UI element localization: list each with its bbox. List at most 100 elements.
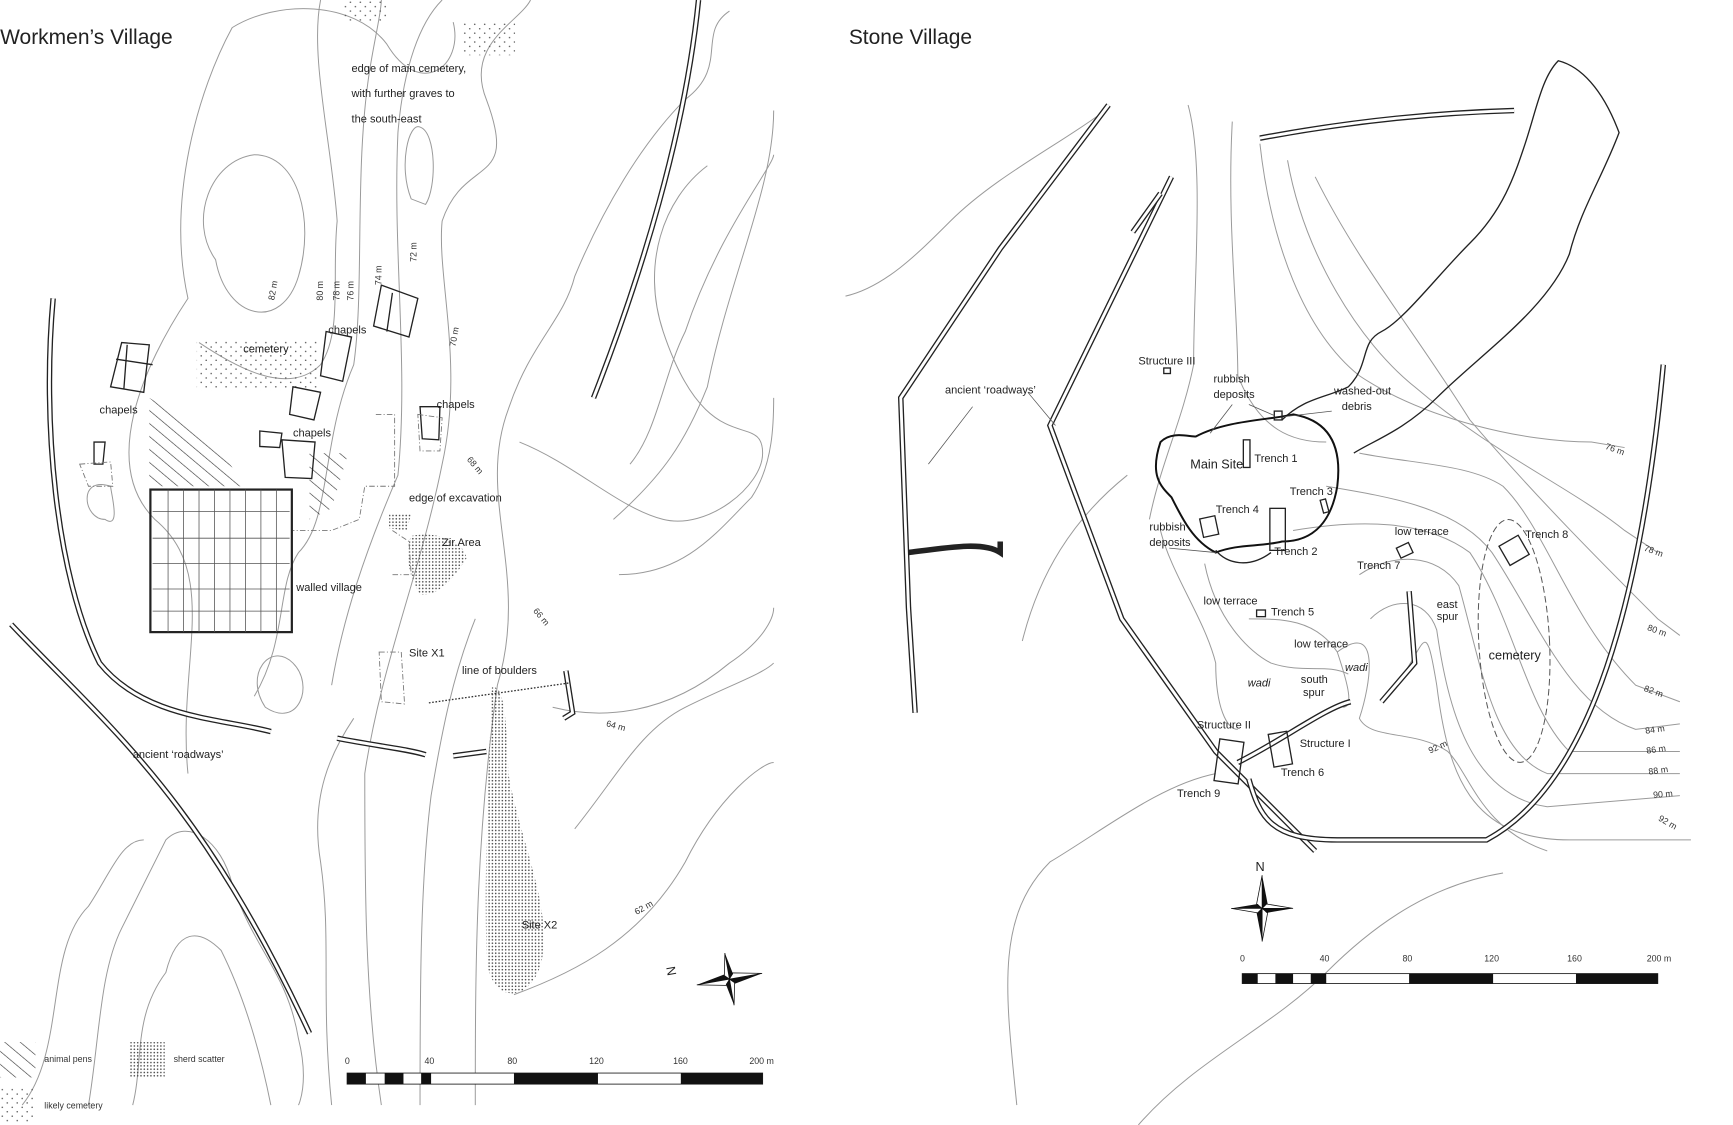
- contour-label: 78 m: [1643, 543, 1665, 559]
- label: Trench 6: [1281, 767, 1324, 779]
- contour-label: 70 m: [448, 326, 461, 347]
- contour-label: 80 m: [1646, 622, 1668, 638]
- label: edge of main cemetery,: [352, 63, 467, 75]
- north-arrow: [1231, 875, 1294, 942]
- label: spur: [1303, 687, 1325, 699]
- north-arrow: [696, 952, 763, 1006]
- label: ancient ‘roadways’: [133, 749, 224, 761]
- scale-bar: 0 40 80 120 160 200 m: [345, 1056, 774, 1085]
- scale-tick: 160: [1567, 953, 1582, 963]
- scale-tick: 40: [1320, 953, 1330, 963]
- legend-label: sherd scatter: [174, 1054, 225, 1064]
- contour-label: 74 m: [373, 265, 383, 285]
- rubbish-deposit: [1215, 549, 1272, 564]
- map-labels: edge of main cemetery, with further grav…: [100, 63, 558, 931]
- scale-tick: 80: [507, 1056, 517, 1066]
- legend-swatch-dense-dots: [129, 1042, 165, 1078]
- label: chapels: [100, 404, 139, 416]
- legend-label: likely cemetery: [44, 1100, 103, 1110]
- scale-tick: 0: [1240, 953, 1245, 963]
- ancient-roadways: [897, 103, 1667, 853]
- contour-label: 72 m: [409, 242, 419, 262]
- label: low terrace: [1204, 595, 1258, 607]
- scale-tick: 0: [345, 1056, 350, 1066]
- contour-label: 86 m: [1646, 743, 1667, 756]
- contour-label: 64 m: [605, 718, 627, 733]
- map-title: Workmen’s Village: [0, 26, 173, 49]
- scale-tick: 120: [1484, 953, 1499, 963]
- label: washed-out: [1333, 386, 1391, 398]
- contour-label: 82 m: [266, 280, 279, 301]
- scale-tick: 160: [673, 1056, 688, 1066]
- stone-village-map: Stone Village 76 m 78 m 80 m: [845, 26, 1691, 1125]
- scale-tick: 40: [424, 1056, 434, 1066]
- wadi-outline: [1281, 60, 1620, 454]
- contour-label: 68 m: [465, 455, 485, 476]
- map-title: Stone Village: [849, 26, 972, 49]
- scale-bar: 0 40 80 120 160 200 m: [1240, 953, 1672, 984]
- label: Structure I: [1300, 738, 1351, 750]
- label: debris: [1342, 401, 1373, 413]
- legend-label: animal pens: [44, 1054, 92, 1064]
- label: with further graves to: [351, 88, 455, 100]
- label: deposits: [1214, 389, 1256, 401]
- chapel-structures: [93, 284, 441, 480]
- label: low terrace: [1395, 526, 1449, 538]
- label: the south-east: [352, 114, 422, 126]
- label: wadi: [1248, 677, 1271, 689]
- label: Structure III: [1138, 356, 1195, 368]
- label: Structure II: [1197, 719, 1251, 731]
- map-labels: ancient ‘roadways’ Structure III rubbish…: [945, 356, 1568, 800]
- contour-label: 78 m: [331, 281, 341, 301]
- north-label: N: [1255, 860, 1264, 874]
- label: rubbish: [1149, 521, 1185, 533]
- scale-tick: 120: [589, 1056, 604, 1066]
- line-of-boulders: [428, 682, 570, 704]
- contour-label: 76 m: [346, 281, 356, 301]
- label: low terrace: [1294, 639, 1348, 651]
- label: spur: [1437, 611, 1459, 623]
- label: Main Site: [1190, 458, 1243, 472]
- legend-swatch-sparse-dots: [0, 1088, 36, 1122]
- label: ancient ‘roadways’: [945, 384, 1036, 396]
- main-site-outline: [1154, 413, 1340, 554]
- contour-label: 76 m: [1604, 441, 1626, 457]
- cemetery-boundary: [1477, 519, 1551, 763]
- scale-tick: 200 m: [1647, 953, 1672, 963]
- label: wadi: [1345, 662, 1368, 674]
- label: Trench 1: [1254, 453, 1297, 465]
- contour-label: 92 m: [1427, 738, 1449, 755]
- contour-labels: 76 m 78 m 80 m 82 m 84 m 86 m 88 m 90 m …: [1427, 441, 1679, 831]
- contour-label: 88 m: [1648, 764, 1669, 777]
- label: Trench 2: [1274, 546, 1317, 558]
- contour-label: 92 m: [1657, 813, 1679, 831]
- workmens-village-map: Workmen’s Village 82 m: [0, 0, 775, 1122]
- label: chapels: [293, 428, 332, 440]
- leader-lines: [928, 392, 1332, 553]
- sherd-scatter: [389, 513, 544, 994]
- scale-tick: 200 m: [749, 1056, 774, 1066]
- ancient-roadways: [9, 0, 702, 1035]
- label: walled village: [295, 582, 362, 594]
- legend: animal pens sherd scatter likely cemeter…: [0, 1042, 225, 1122]
- label: edge of excavation: [409, 493, 502, 505]
- label: line of boulders: [462, 665, 537, 677]
- label: Site X2: [522, 919, 558, 931]
- label: chapels: [437, 399, 476, 411]
- animal-pens: [149, 397, 349, 520]
- label: deposits: [1149, 537, 1191, 549]
- label: chapels: [328, 325, 367, 337]
- contour-label: 66 m: [531, 606, 551, 627]
- label: rubbish: [1214, 373, 1250, 385]
- label: Trench 7: [1357, 560, 1400, 572]
- excavation-edges: [79, 413, 443, 705]
- label: Trench 3: [1290, 486, 1333, 498]
- legend-swatch-hatch: [0, 1042, 36, 1078]
- label: Trench 5: [1271, 607, 1314, 619]
- scale-tick: 80: [1402, 953, 1412, 963]
- label: Trench 4: [1216, 504, 1259, 516]
- contour-label: 84 m: [1644, 723, 1665, 736]
- contour-lines: [845, 104, 1691, 1125]
- label: cemetery: [1489, 649, 1542, 663]
